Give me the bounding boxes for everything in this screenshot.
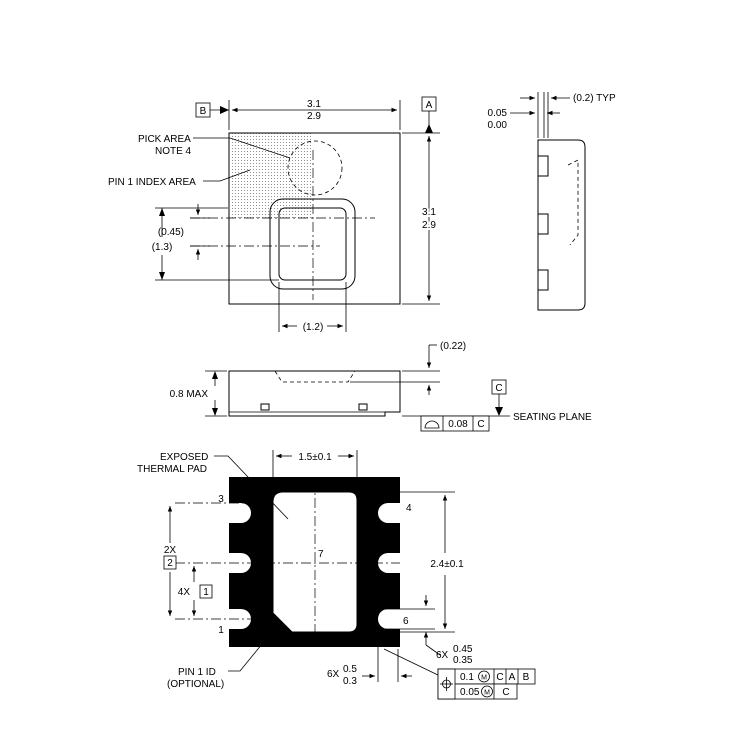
- side-dim-02-typ: (0.2) TYP: [573, 93, 616, 104]
- mmc-1-icon: [478, 670, 490, 683]
- pin1-index-area-hatch: [230, 133, 313, 218]
- datum-2-label: 2: [167, 558, 173, 569]
- flatness-symbol-icon: [424, 420, 440, 429]
- datum-c-label: C: [495, 383, 502, 394]
- exposed-pad-label-2: THERMAL PAD: [137, 464, 207, 475]
- svg-text:M: M: [484, 690, 490, 697]
- top-width-max: 3.1: [307, 99, 321, 110]
- lead-width-min: 0.3: [343, 676, 357, 687]
- pos-tol-1-datum-c: C: [496, 672, 503, 683]
- lead-length-max: 0.45: [453, 644, 473, 655]
- pin1-id-label: PIN 1 ID: [178, 667, 216, 678]
- front-view: 0.8 MAX (0.22) C SEATING PLANE 0.08 C: [170, 341, 592, 432]
- datum-1-label: 1: [203, 587, 209, 598]
- front-height-max: 0.8 MAX: [170, 389, 209, 400]
- front-lead-left: [260, 403, 270, 411]
- bottom-view: 3 4 7 1 6 EXPOSED THERMAL PAD 1.5±0.1 2.…: [137, 450, 536, 700]
- pick-area-circle: [287, 140, 343, 196]
- exposed-pad-label: EXPOSED: [160, 452, 208, 463]
- dim-12: (1.2): [303, 322, 324, 333]
- side-dim-000: 0.00: [488, 120, 508, 131]
- pin-1-label: 1: [218, 625, 224, 636]
- top-pad-outline-inner: [278, 207, 347, 281]
- pin-7-label: 7: [318, 549, 324, 560]
- pos-tol-1-value: 0.1: [460, 672, 474, 683]
- mmc-2-icon: [481, 685, 493, 698]
- top-height-min: 2.9: [422, 220, 436, 231]
- pad-width-dim: 1.5±0.1: [298, 452, 332, 463]
- two-x-label: 2X: [164, 545, 177, 556]
- datum-1-box: [199, 584, 213, 599]
- datum-a-label: A: [426, 100, 433, 111]
- flatness-frame: [420, 415, 490, 432]
- flatness-datum: C: [477, 419, 484, 430]
- pos-tol-2-datum-c: C: [502, 687, 509, 698]
- dim-045: (0.45): [158, 227, 184, 238]
- datum-b-label: B: [200, 106, 207, 117]
- front-view-body: [228, 370, 401, 417]
- pin-4-label: 4: [406, 503, 412, 514]
- pick-area-label: PICK AREA: [138, 134, 191, 145]
- top-view-body: [228, 132, 401, 305]
- four-x-label: 4X: [178, 587, 191, 598]
- side-dim-005: 0.05: [488, 108, 508, 119]
- side-lead-2: [537, 213, 549, 235]
- six-x-a-label: 6X: [436, 650, 449, 661]
- position-tolerance-frame: 0.1 M C A B 0.05 M C: [437, 668, 536, 700]
- side-lead-1: [537, 155, 549, 177]
- side-lead-3: [537, 269, 549, 291]
- top-width-min: 2.9: [307, 111, 321, 122]
- pin1-id-optional: (OPTIONAL): [167, 679, 224, 690]
- front-dim-022: (0.22): [440, 341, 466, 352]
- top-height-max: 3.1: [422, 207, 436, 218]
- top-pad-outline-outer: [269, 198, 356, 290]
- front-lead-right: [358, 403, 368, 411]
- pos-tol-2-value: 0.05: [460, 687, 480, 698]
- pin-3-label: 3: [218, 494, 224, 505]
- pin1-index-area-label: PIN 1 INDEX AREA: [108, 177, 196, 188]
- dim-13: (1.3): [152, 242, 173, 253]
- pin-6-label: 6: [403, 616, 409, 627]
- flatness-value: 0.08: [448, 419, 468, 430]
- side-view-body: [537, 139, 586, 311]
- six-x-b-label: 6X: [327, 669, 340, 680]
- pos-tol-1-datum-a: A: [509, 672, 516, 683]
- pick-area-note: NOTE 4: [155, 146, 192, 157]
- pad-height-dim: 2.4±0.1: [430, 559, 464, 570]
- lead-width-max: 0.5: [343, 664, 357, 675]
- svg-text:M: M: [481, 675, 487, 682]
- pos-tol-1-datum-b: B: [523, 672, 530, 683]
- lead-length-min: 0.35: [453, 655, 473, 666]
- top-view: B 3.1 2.9 A 3.1 2.9 PICK AREA NOTE 4 PIN…: [108, 96, 440, 333]
- side-view: 0.05 0.00 (0.2) TYP: [488, 92, 616, 311]
- datum-2-box: [163, 555, 177, 570]
- seating-plane-label: SEATING PLANE: [513, 412, 592, 423]
